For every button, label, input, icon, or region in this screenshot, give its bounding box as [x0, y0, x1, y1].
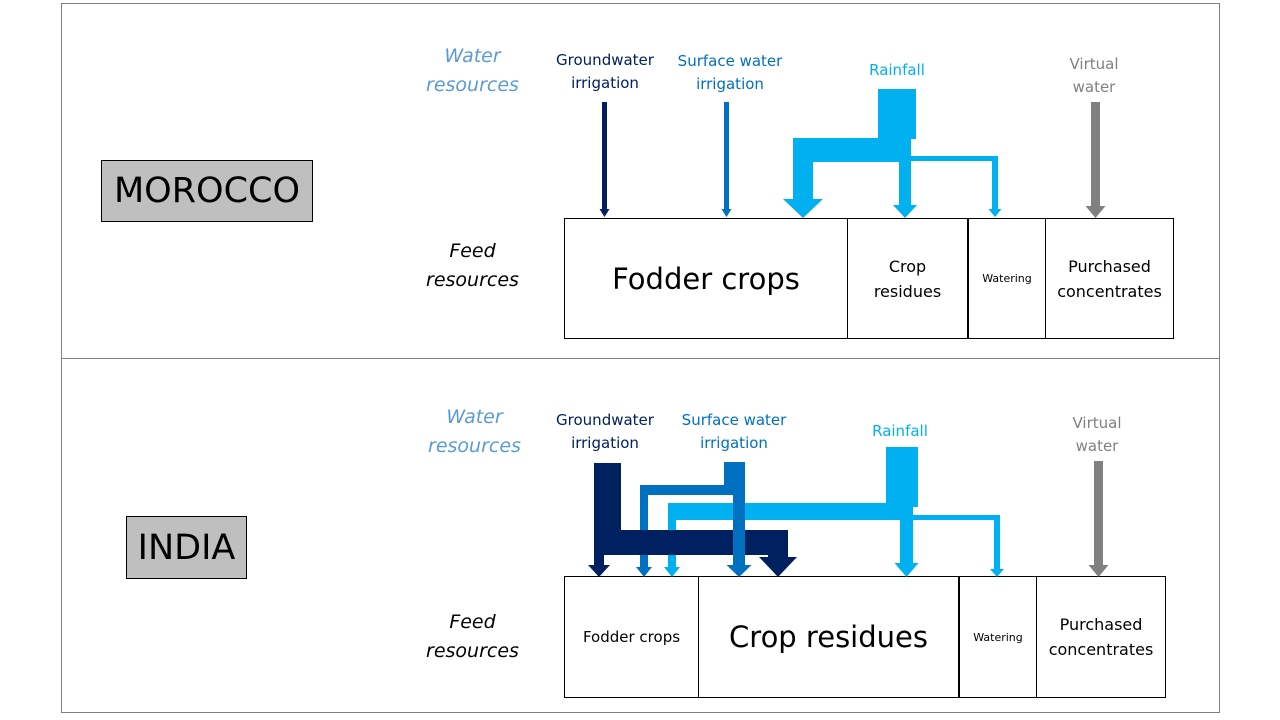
feed-box-watering: Watering — [958, 576, 1037, 698]
source-rainfall: Rainfall — [872, 422, 928, 440]
water-resources-label: Water resources — [426, 45, 519, 96]
feed-resources-label: Feed resources — [426, 240, 519, 291]
source-groundwater: Groundwater irrigation — [556, 411, 654, 452]
source-surface-water: Surface water irrigation — [681, 411, 787, 452]
country-label-india: INDIA — [126, 516, 247, 579]
feed-box-fodder-crops: Fodder crops — [564, 218, 848, 339]
country-label-morocco: MOROCCO — [101, 160, 313, 222]
source-surface-water: Surface water irrigation — [677, 52, 783, 93]
source-rainfall: Rainfall — [869, 61, 925, 79]
source-virtual-water: Virtual water — [1069, 55, 1119, 96]
feed-box-fodder-crops: Fodder crops — [564, 576, 699, 698]
source-virtual-water: Virtual water — [1072, 414, 1122, 455]
feed-resources-label: Feed resources — [426, 611, 519, 662]
feed-box-crop-residues: Crop residues — [698, 576, 959, 698]
source-groundwater: Groundwater irrigation — [556, 51, 654, 92]
feed-box-purchased-concentrates: Purchased concentrates — [1036, 576, 1166, 698]
water-resources-label: Water resources — [428, 406, 521, 457]
panel-divider — [61, 358, 1220, 359]
feed-box-watering: Watering — [967, 218, 1046, 339]
feed-box-crop-residues: Crop residues — [847, 218, 968, 339]
feed-box-purchased-concentrates: Purchased concentrates — [1045, 218, 1174, 339]
